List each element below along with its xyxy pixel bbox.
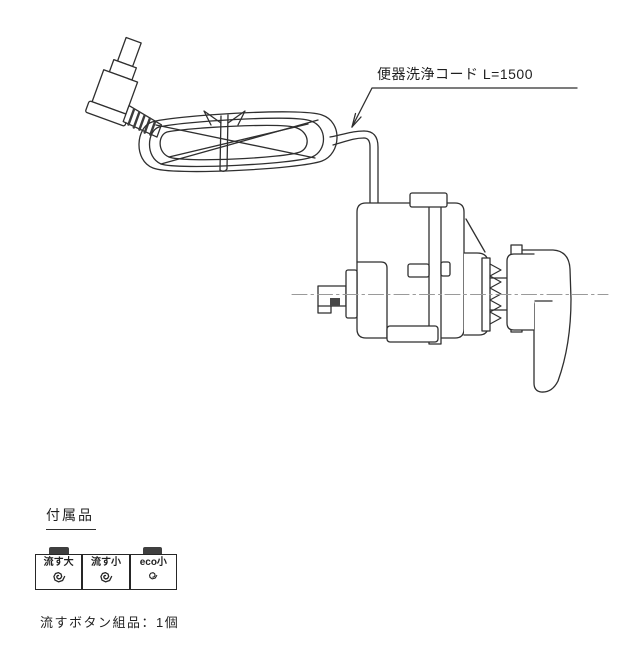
- flush-button-assembly: 流す大 流す小 eco小: [35, 547, 177, 590]
- plate-mid-lug: [440, 261, 451, 277]
- flush-button-large: 流す大: [36, 555, 82, 589]
- cord-label: 便器洗浄コード L=1500: [377, 64, 587, 85]
- flush-handle: [506, 244, 572, 393]
- flush-button-small-label: 流す小: [90, 557, 121, 568]
- swirl-single-icon: [149, 572, 158, 580]
- plate-mid-tab: [407, 263, 430, 278]
- flush-button-eco-label: eco小: [139, 557, 167, 568]
- cord-label-text: 便器洗浄コード L=1500: [377, 66, 533, 82]
- housing-panel-line: [356, 261, 388, 339]
- spindle-ribs: [330, 298, 340, 306]
- cable-tie: [203, 110, 246, 172]
- flush-button-eco: eco小: [128, 555, 176, 589]
- plate-top-tab: [409, 192, 448, 208]
- cable-coil: [138, 111, 379, 204]
- button-mount-tab-right: [143, 547, 162, 554]
- handle-base: [506, 253, 535, 331]
- accessories-caption: 流すボタン組品：1個: [40, 615, 180, 630]
- housing-chamfer-line: [465, 218, 486, 253]
- plate-bottom-tab: [386, 325, 439, 343]
- swirl-double-icon: [53, 572, 66, 583]
- flush-button-small: 流す小: [81, 555, 129, 589]
- swirl-double-icon: [100, 572, 113, 583]
- accessories-heading: 付属品: [46, 505, 96, 530]
- mounting-plate: [386, 192, 451, 345]
- button-mount-tab-left: [49, 547, 69, 554]
- flush-button-large-label: 流す大: [43, 557, 74, 568]
- power-plug: [85, 36, 163, 138]
- leader-arrow: [351, 87, 578, 128]
- strain-relief-ribs: [127, 108, 157, 136]
